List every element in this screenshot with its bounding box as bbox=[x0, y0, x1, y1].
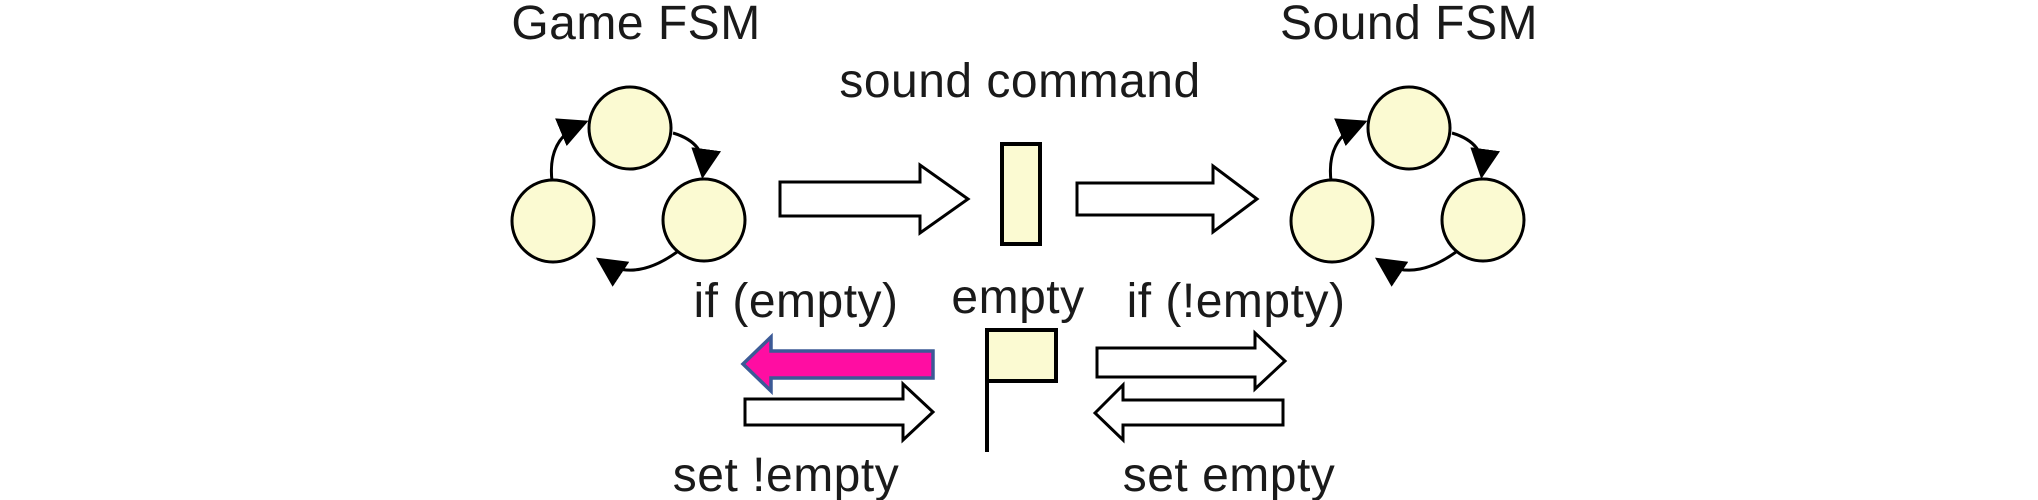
set-not-empty-label: set !empty bbox=[672, 449, 900, 500]
transition-arrow bbox=[672, 131, 722, 179]
sound-fsm-graph bbox=[1289, 85, 1526, 287]
if-not-empty-arrow bbox=[1095, 329, 1288, 393]
empty-flag-label: empty bbox=[951, 271, 1085, 324]
if-empty-arrow bbox=[740, 332, 935, 396]
game-fsm-graph bbox=[510, 85, 747, 287]
state-node bbox=[1366, 85, 1452, 171]
sound-fsm-title: Sound FSM bbox=[1280, 0, 1538, 50]
set-not-empty-arrow bbox=[743, 380, 936, 444]
state-node bbox=[1440, 177, 1526, 263]
set-empty-arrow bbox=[1092, 381, 1285, 444]
command-queue bbox=[1000, 142, 1042, 246]
state-node bbox=[510, 178, 596, 264]
empty-flag bbox=[985, 328, 1058, 452]
if-not-empty-label: if (!empty) bbox=[1126, 275, 1346, 328]
enqueue-arrow bbox=[778, 162, 971, 236]
dequeue-arrow bbox=[1075, 163, 1260, 235]
game-fsm-title: Game FSM bbox=[511, 0, 761, 50]
set-empty-label: set empty bbox=[1122, 449, 1336, 500]
transition-arrow bbox=[549, 118, 589, 182]
transition-arrow bbox=[1451, 131, 1501, 179]
if-empty-label: if (empty) bbox=[693, 275, 899, 328]
state-node bbox=[661, 177, 747, 263]
transition-arrow bbox=[1328, 118, 1368, 182]
transition-arrow bbox=[1375, 250, 1457, 287]
flag-rect bbox=[985, 328, 1058, 383]
sound-command-label: sound command bbox=[839, 55, 1201, 108]
transition-arrow bbox=[596, 250, 678, 287]
state-node bbox=[1289, 178, 1375, 264]
state-node bbox=[587, 85, 673, 171]
